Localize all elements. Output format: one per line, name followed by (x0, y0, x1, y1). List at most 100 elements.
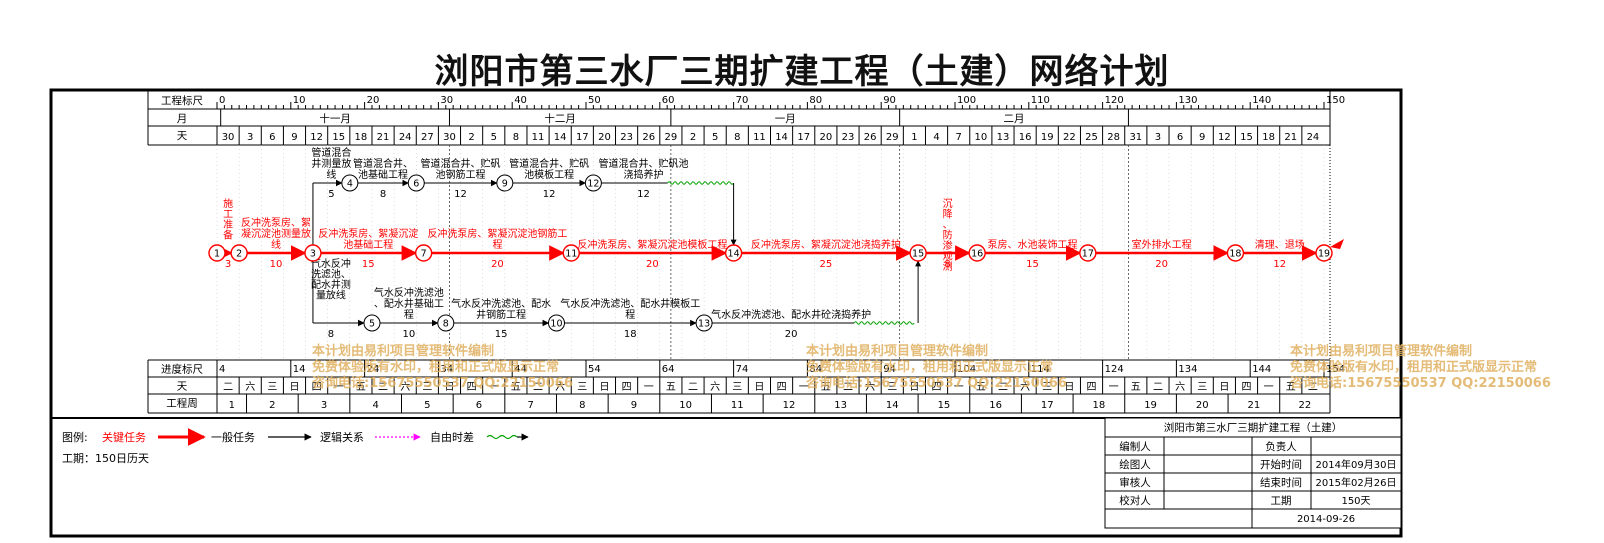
progress-tick-label: 134 (1178, 364, 1197, 375)
progress-tick-label: 74 (736, 364, 749, 375)
task-duration: 20 (1155, 259, 1168, 270)
event-node-label: 8 (443, 319, 449, 330)
weekday-label: 五 (1131, 382, 1141, 393)
legend-normal-label: 一般任务 (211, 431, 255, 444)
weekday-label: 四 (467, 382, 477, 393)
weekday-label: 四 (1087, 382, 1097, 393)
scale-tick-label: 130 (1178, 95, 1197, 106)
weekday-label: 三 (887, 382, 897, 393)
header-row-label: 月 (177, 113, 188, 125)
event-node (496, 174, 514, 192)
title-block-field-value: 2015年02月26日 (1316, 476, 1397, 489)
day-label: 9 (291, 132, 297, 143)
event-node (407, 174, 425, 192)
week-label: 14 (886, 400, 899, 411)
watermark-line: 免费体验版有水印，租用和正式版显示正常 (1290, 360, 1538, 375)
task-duration: 18 (624, 329, 637, 340)
event-node-label: 4 (347, 179, 353, 190)
weekday-label: 日 (909, 382, 919, 393)
event-node (1079, 244, 1097, 262)
weekday-label: 二 (843, 382, 853, 393)
day-label: 20 (819, 132, 832, 143)
week-label: 15 (938, 400, 951, 411)
watermark-line: 咨询电话:15675550537 QQ:22150066 (806, 376, 1067, 391)
weekday-label: 五 (976, 382, 986, 393)
task-name: 反冲洗泵房、絮凝沉淀 (318, 227, 418, 240)
task-duration: 10 (403, 329, 416, 340)
task-duration: 3 (225, 259, 231, 270)
task-name: 沉 (943, 197, 953, 210)
week-label: 16 (989, 400, 1002, 411)
day-label: 31 (1129, 132, 1142, 143)
day-label: 26 (642, 132, 655, 143)
task-name: 程 (492, 239, 502, 251)
weekday-label: 四 (1242, 382, 1252, 393)
watermark-line: 免费体验版有水印，租用和正式版显示正常 (806, 360, 1054, 375)
weekday-label: 三 (577, 382, 587, 393)
task-name: 线 (326, 168, 336, 181)
weekday-label: 日 (444, 382, 454, 393)
day-label: 9 (1199, 132, 1205, 143)
legend-logic-label: 逻辑关系 (320, 430, 364, 444)
event-node-label: 15 (912, 249, 924, 260)
day-label: 24 (1307, 132, 1320, 143)
week-label: 10 (679, 400, 692, 411)
event-node-label: 7 (421, 249, 427, 260)
progress-tick-label: 24 (367, 364, 380, 375)
task-name: 线 (271, 238, 281, 251)
weekday-label: 三 (732, 382, 742, 393)
weekday-label: 二 (1153, 382, 1163, 393)
event-node-label: 19 (1318, 249, 1330, 260)
legend-float-wave (486, 434, 518, 440)
scale-tick-label: 70 (736, 95, 749, 106)
title-block-field-label: 结束时间 (1260, 476, 1302, 489)
day-label: 12 (1218, 132, 1231, 143)
task-name: 池基础工程 (358, 168, 408, 181)
footer-row-label: 工程周 (166, 398, 198, 410)
task-duration: 20 (646, 259, 659, 270)
progress-tick-label: 4 (219, 364, 225, 375)
event-node (724, 244, 743, 262)
progress-tick-label: 114 (1031, 364, 1050, 375)
day-label: 7 (956, 132, 962, 143)
scale-tick-label: 40 (514, 95, 527, 106)
task-name: 气水反冲 (311, 257, 351, 270)
month-label: 二月 (1004, 113, 1025, 125)
scale-tick-label: 50 (588, 95, 601, 106)
task-name: 反冲洗泵房、絮凝沉淀池浇捣养护 (751, 238, 901, 251)
task-name: 程 (404, 309, 414, 321)
task-name: 反冲洗泵房、絮凝沉淀池钢筋工 (427, 227, 567, 240)
weekday-label: 一 (644, 382, 654, 393)
month-label: 一月 (775, 113, 796, 125)
weekday-label: 二 (998, 382, 1008, 393)
weekday-label: 五 (666, 382, 676, 393)
total-duration-note: 工期：150日历天 (62, 452, 149, 465)
event-node-label: 13 (698, 319, 710, 330)
day-label: 20 (598, 132, 611, 143)
task-name: 降 (943, 208, 953, 221)
day-label: 29 (665, 132, 678, 143)
day-label: 8 (734, 132, 740, 143)
progress-tick-label: 54 (588, 364, 601, 375)
header-row-label: 天 (177, 130, 188, 142)
event-node-label: 9 (502, 179, 508, 190)
weekday-label: 六 (400, 381, 410, 393)
weekday-label: 一 (1109, 382, 1119, 393)
watermark-line: 免费体验版有水印，租用和正式版显示正常 (312, 360, 560, 375)
title-block-field-label: 绘图人 (1119, 458, 1151, 471)
weekday-label: 一 (489, 382, 499, 393)
day-label: 11 (753, 132, 766, 143)
task-duration: 8 (380, 189, 386, 200)
weekday-label: 四 (312, 382, 322, 393)
task-duration: 15 (1026, 259, 1039, 270)
day-label: 23 (842, 132, 855, 143)
day-label: 23 (620, 132, 633, 143)
weekday-label: 日 (599, 382, 609, 393)
title-block-field-label: 审核人 (1119, 476, 1151, 489)
day-label: 21 (377, 132, 390, 143)
day-label: 6 (1177, 132, 1183, 143)
day-label: 5 (712, 132, 718, 143)
task-name: 管道混合井、 (353, 157, 413, 170)
day-label: 27 (421, 132, 434, 143)
